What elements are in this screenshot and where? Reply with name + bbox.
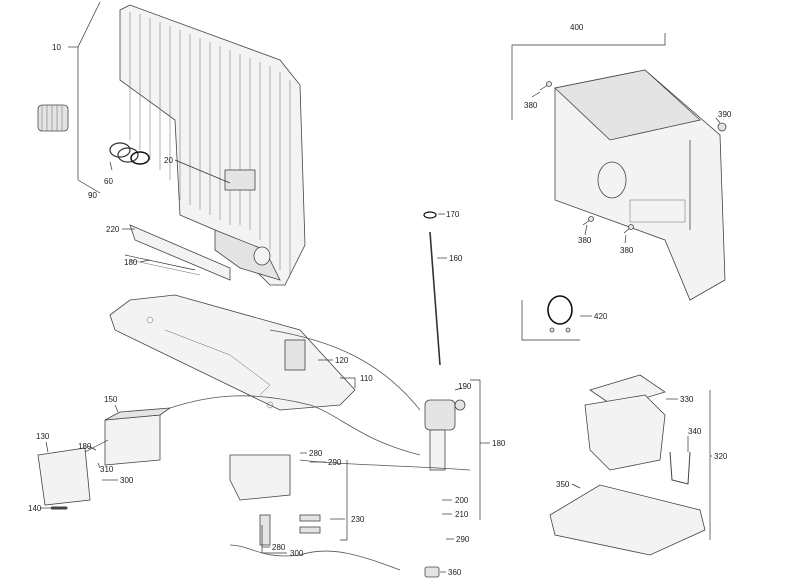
callout-10: 10 xyxy=(52,43,61,52)
callout-290-top: 290 xyxy=(328,458,342,467)
leader-lines xyxy=(40,1,721,573)
callout-280-top: 280 xyxy=(309,449,323,458)
thermocouple-rod xyxy=(423,211,441,366)
callout-170: 170 xyxy=(446,210,460,219)
callout-380-right: 380 xyxy=(620,246,634,255)
callout-180-valve: 180 xyxy=(492,439,506,448)
callout-20: 20 xyxy=(164,156,173,165)
callout-420: 420 xyxy=(594,312,608,321)
callout-300-control: 300 xyxy=(120,476,134,485)
gasket-rings xyxy=(109,142,150,165)
callout-380-top: 380 xyxy=(524,101,538,110)
callout-60: 60 xyxy=(104,177,113,186)
callout-300-bottom: 300 xyxy=(290,549,304,558)
screw-380-top xyxy=(539,81,552,91)
burner-coil xyxy=(37,104,69,132)
callout-110: 110 xyxy=(360,374,373,383)
callout-360: 360 xyxy=(448,568,462,577)
ignition-assembly xyxy=(229,454,321,546)
callout-280-bottom: 280 xyxy=(272,543,286,552)
screw-380-right xyxy=(623,224,634,234)
callout-130: 130 xyxy=(36,432,50,441)
callout-220: 220 xyxy=(106,225,120,234)
seal-ring-420 xyxy=(547,295,573,333)
mounting-rail xyxy=(124,224,231,281)
base-bucket xyxy=(549,484,706,556)
callout-320: 320 xyxy=(714,452,728,461)
elbow-360 xyxy=(424,566,440,578)
callout-180-rail: 180 xyxy=(124,258,138,267)
callout-labels: 10 90 60 20 220 180 170 160 400 380 390 … xyxy=(28,23,732,577)
control-unit xyxy=(37,407,172,506)
callout-400: 400 xyxy=(570,23,584,32)
wiring xyxy=(169,329,471,571)
cap-390 xyxy=(717,122,727,132)
gas-valve xyxy=(424,399,466,471)
callout-310: 310 xyxy=(100,465,114,474)
callout-330: 330 xyxy=(680,395,694,404)
callout-210: 210 xyxy=(455,510,469,519)
callout-380-left: 380 xyxy=(578,236,592,245)
callout-350: 350 xyxy=(556,480,570,489)
callout-230: 230 xyxy=(351,515,365,524)
callout-150: 150 xyxy=(104,395,118,404)
callout-120: 120 xyxy=(335,356,349,365)
callout-340: 340 xyxy=(688,427,702,436)
callout-90: 90 xyxy=(88,191,97,200)
callout-180-control: 180 xyxy=(78,442,92,451)
callout-200: 200 xyxy=(455,496,469,505)
callout-290-bottom: 290 xyxy=(456,535,470,544)
callout-190: 190 xyxy=(458,382,472,391)
callout-140: 140 xyxy=(28,504,42,513)
outer-casing xyxy=(554,69,726,301)
screw-380-left xyxy=(582,216,594,226)
callout-160: 160 xyxy=(449,254,463,263)
callout-390: 390 xyxy=(718,110,732,119)
base-plate xyxy=(109,294,356,411)
drip-tray xyxy=(584,374,691,485)
heat-exchanger-body xyxy=(119,4,306,286)
